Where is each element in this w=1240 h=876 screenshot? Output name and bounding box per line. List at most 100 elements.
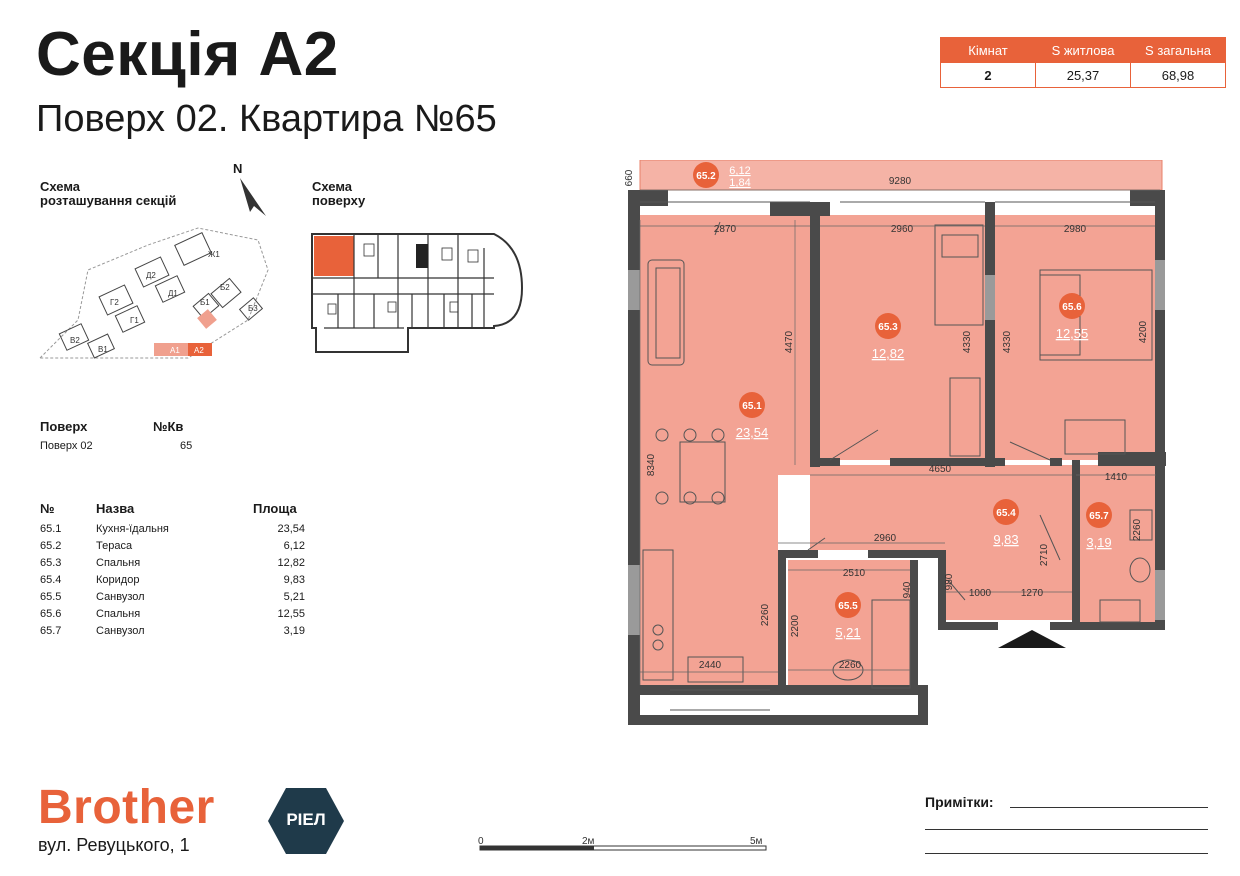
dim-2960-a: 2960 xyxy=(891,224,914,235)
dim-4470: 4470 xyxy=(784,330,795,353)
section-tag-b2: Б2 xyxy=(220,283,230,292)
dim-1410: 1410 xyxy=(1105,472,1128,483)
notes-line-3[interactable] xyxy=(925,853,1208,854)
rooms-cell-area: 5,21 xyxy=(283,590,305,603)
rooms-table-row: 65.7 Санвузол 3,19 xyxy=(40,622,305,639)
section-tag-g2: Г2 xyxy=(110,298,119,307)
scale-bar: 0 2м 5м xyxy=(478,836,767,851)
rooms-cell-area: 12,82 xyxy=(277,556,305,569)
room-badge-id: 65.4 xyxy=(996,508,1016,519)
dim-2510: 2510 xyxy=(843,568,866,579)
dim-4330-b: 4330 xyxy=(1002,330,1013,353)
rooms-cell-name: Спальня xyxy=(96,556,141,569)
rooms-cell-name: Кухня-їдальня xyxy=(96,522,169,535)
north-label: N xyxy=(233,161,243,176)
floor-scheme-thumbnail xyxy=(311,233,524,353)
sections-site-map: Ж1 Д2 Д1 Г2 Г1 В2 В1 Б2 Б1 Б3 А1 А2 xyxy=(38,227,269,359)
dim-2980: 2980 xyxy=(1064,224,1087,235)
rooms-cell-name: Санвузол xyxy=(96,624,145,637)
room-badge-id: 65.7 xyxy=(1089,511,1109,522)
rooms-header-no: № xyxy=(40,501,55,516)
room-65-2-terrace xyxy=(639,160,1163,191)
room-badge-circle xyxy=(693,162,719,188)
summary-table: Кімнат S житлова S загальна 2 25,37 68,9… xyxy=(940,37,1226,88)
rooms-cell-no: 65.7 xyxy=(40,624,62,637)
summary-living-area-value: 25,37 xyxy=(1035,62,1131,88)
summary-rooms-value: 2 xyxy=(940,62,1036,88)
room-badge-circle xyxy=(875,313,901,339)
section-tag-a2: А2 xyxy=(194,346,204,355)
room-65-5-bathroom xyxy=(788,560,912,690)
dim-1000: 1000 xyxy=(969,588,992,599)
room-badge-area: 23,54 xyxy=(736,425,769,440)
room-65-6-bedroom xyxy=(995,215,1155,460)
room-badge-circle xyxy=(739,392,765,418)
rooms-cell-name: Санвузол xyxy=(96,590,145,603)
room-badge-id: 65.6 xyxy=(1062,302,1082,313)
rooms-cell-no: 65.4 xyxy=(40,573,62,586)
dim-940: 940 xyxy=(902,581,913,598)
dim-2260-b: 2260 xyxy=(760,603,771,626)
summary-total-area-value: 68,98 xyxy=(1130,62,1226,88)
section-tag-a1: А1 xyxy=(170,346,180,355)
floor-scheme-label-line2: поверху xyxy=(312,193,366,208)
brand-badge-label: РІЕЛ xyxy=(286,810,326,829)
room-65-3-bedroom xyxy=(818,215,988,460)
dim-4650: 4650 xyxy=(929,464,952,475)
notes-label: Примітки: xyxy=(925,794,994,810)
dim-2200: 2200 xyxy=(790,614,801,637)
room-65-7-bathroom xyxy=(1078,465,1156,625)
sections-scheme-label-line1: Схема xyxy=(40,179,81,194)
room-badge-area: 6,12 xyxy=(729,165,750,177)
scale-label-2m: 2м xyxy=(582,836,595,847)
sections-scheme-label: Схема розташування секцій xyxy=(40,180,176,208)
room-badge-area-secondary: 1,84 xyxy=(729,177,750,189)
room-badge-id: 65.3 xyxy=(878,322,898,333)
summary-header-living-area: S житлова xyxy=(1035,37,1131,63)
rooms-cell-no: 65.2 xyxy=(40,539,62,552)
dim-4330-a: 4330 xyxy=(962,330,973,353)
rooms-header-area: Площа xyxy=(253,501,297,516)
brand-badge-hexagon-icon xyxy=(268,788,344,854)
section-tag-b1: Б1 xyxy=(200,298,210,307)
dim-1270: 1270 xyxy=(1021,588,1044,599)
page-subtitle: Поверх 02. Квартира №65 xyxy=(36,98,497,140)
room-badge-area: 5,21 xyxy=(835,625,860,640)
notes-line-1[interactable] xyxy=(1010,807,1208,808)
summary-header-rooms: Кімнат xyxy=(940,37,1036,63)
brand-logo-text: Brother xyxy=(38,781,215,834)
room-badge-id: 65.2 xyxy=(696,171,716,182)
room-badge-circle xyxy=(993,499,1019,525)
rooms-cell-area: 3,19 xyxy=(283,624,305,637)
summary-header-total-area: S загальна xyxy=(1130,37,1226,63)
section-tag-v2: В2 xyxy=(70,336,80,345)
rooms-cell-name: Спальня xyxy=(96,607,141,620)
notes-line-2[interactable] xyxy=(925,829,1208,830)
dim-2260-c: 2260 xyxy=(839,660,862,671)
rooms-cell-no: 65.1 xyxy=(40,522,62,535)
room-badge-area: 12,82 xyxy=(872,346,905,361)
room-badge-circle xyxy=(1059,293,1085,319)
section-tag-d2: Д2 xyxy=(146,271,156,280)
dim-2260-a: 2260 xyxy=(1132,518,1143,541)
rooms-cell-name: Коридор xyxy=(96,573,140,586)
floor-header: Поверх xyxy=(40,419,88,434)
room-badge-area: 9,83 xyxy=(993,532,1018,547)
floor-value: Поверх 02 xyxy=(40,440,93,452)
dim-2440: 2440 xyxy=(699,660,722,671)
apartment-no-header: №Кв xyxy=(153,419,184,434)
room-badge-id: 65.1 xyxy=(742,401,762,412)
rooms-header-name: Назва xyxy=(96,501,135,516)
section-tag-v1: В1 xyxy=(98,345,108,354)
rooms-cell-area: 12,55 xyxy=(277,607,305,620)
rooms-cell-area: 6,12 xyxy=(283,539,305,552)
room-badge-id: 65.5 xyxy=(838,601,858,612)
scale-label-5m: 5м xyxy=(750,836,763,847)
brand-badge: РІЕЛ xyxy=(266,786,346,856)
floor-scheme-label-line1: Схема xyxy=(312,179,353,194)
section-tag-b3: Б3 xyxy=(248,304,258,313)
